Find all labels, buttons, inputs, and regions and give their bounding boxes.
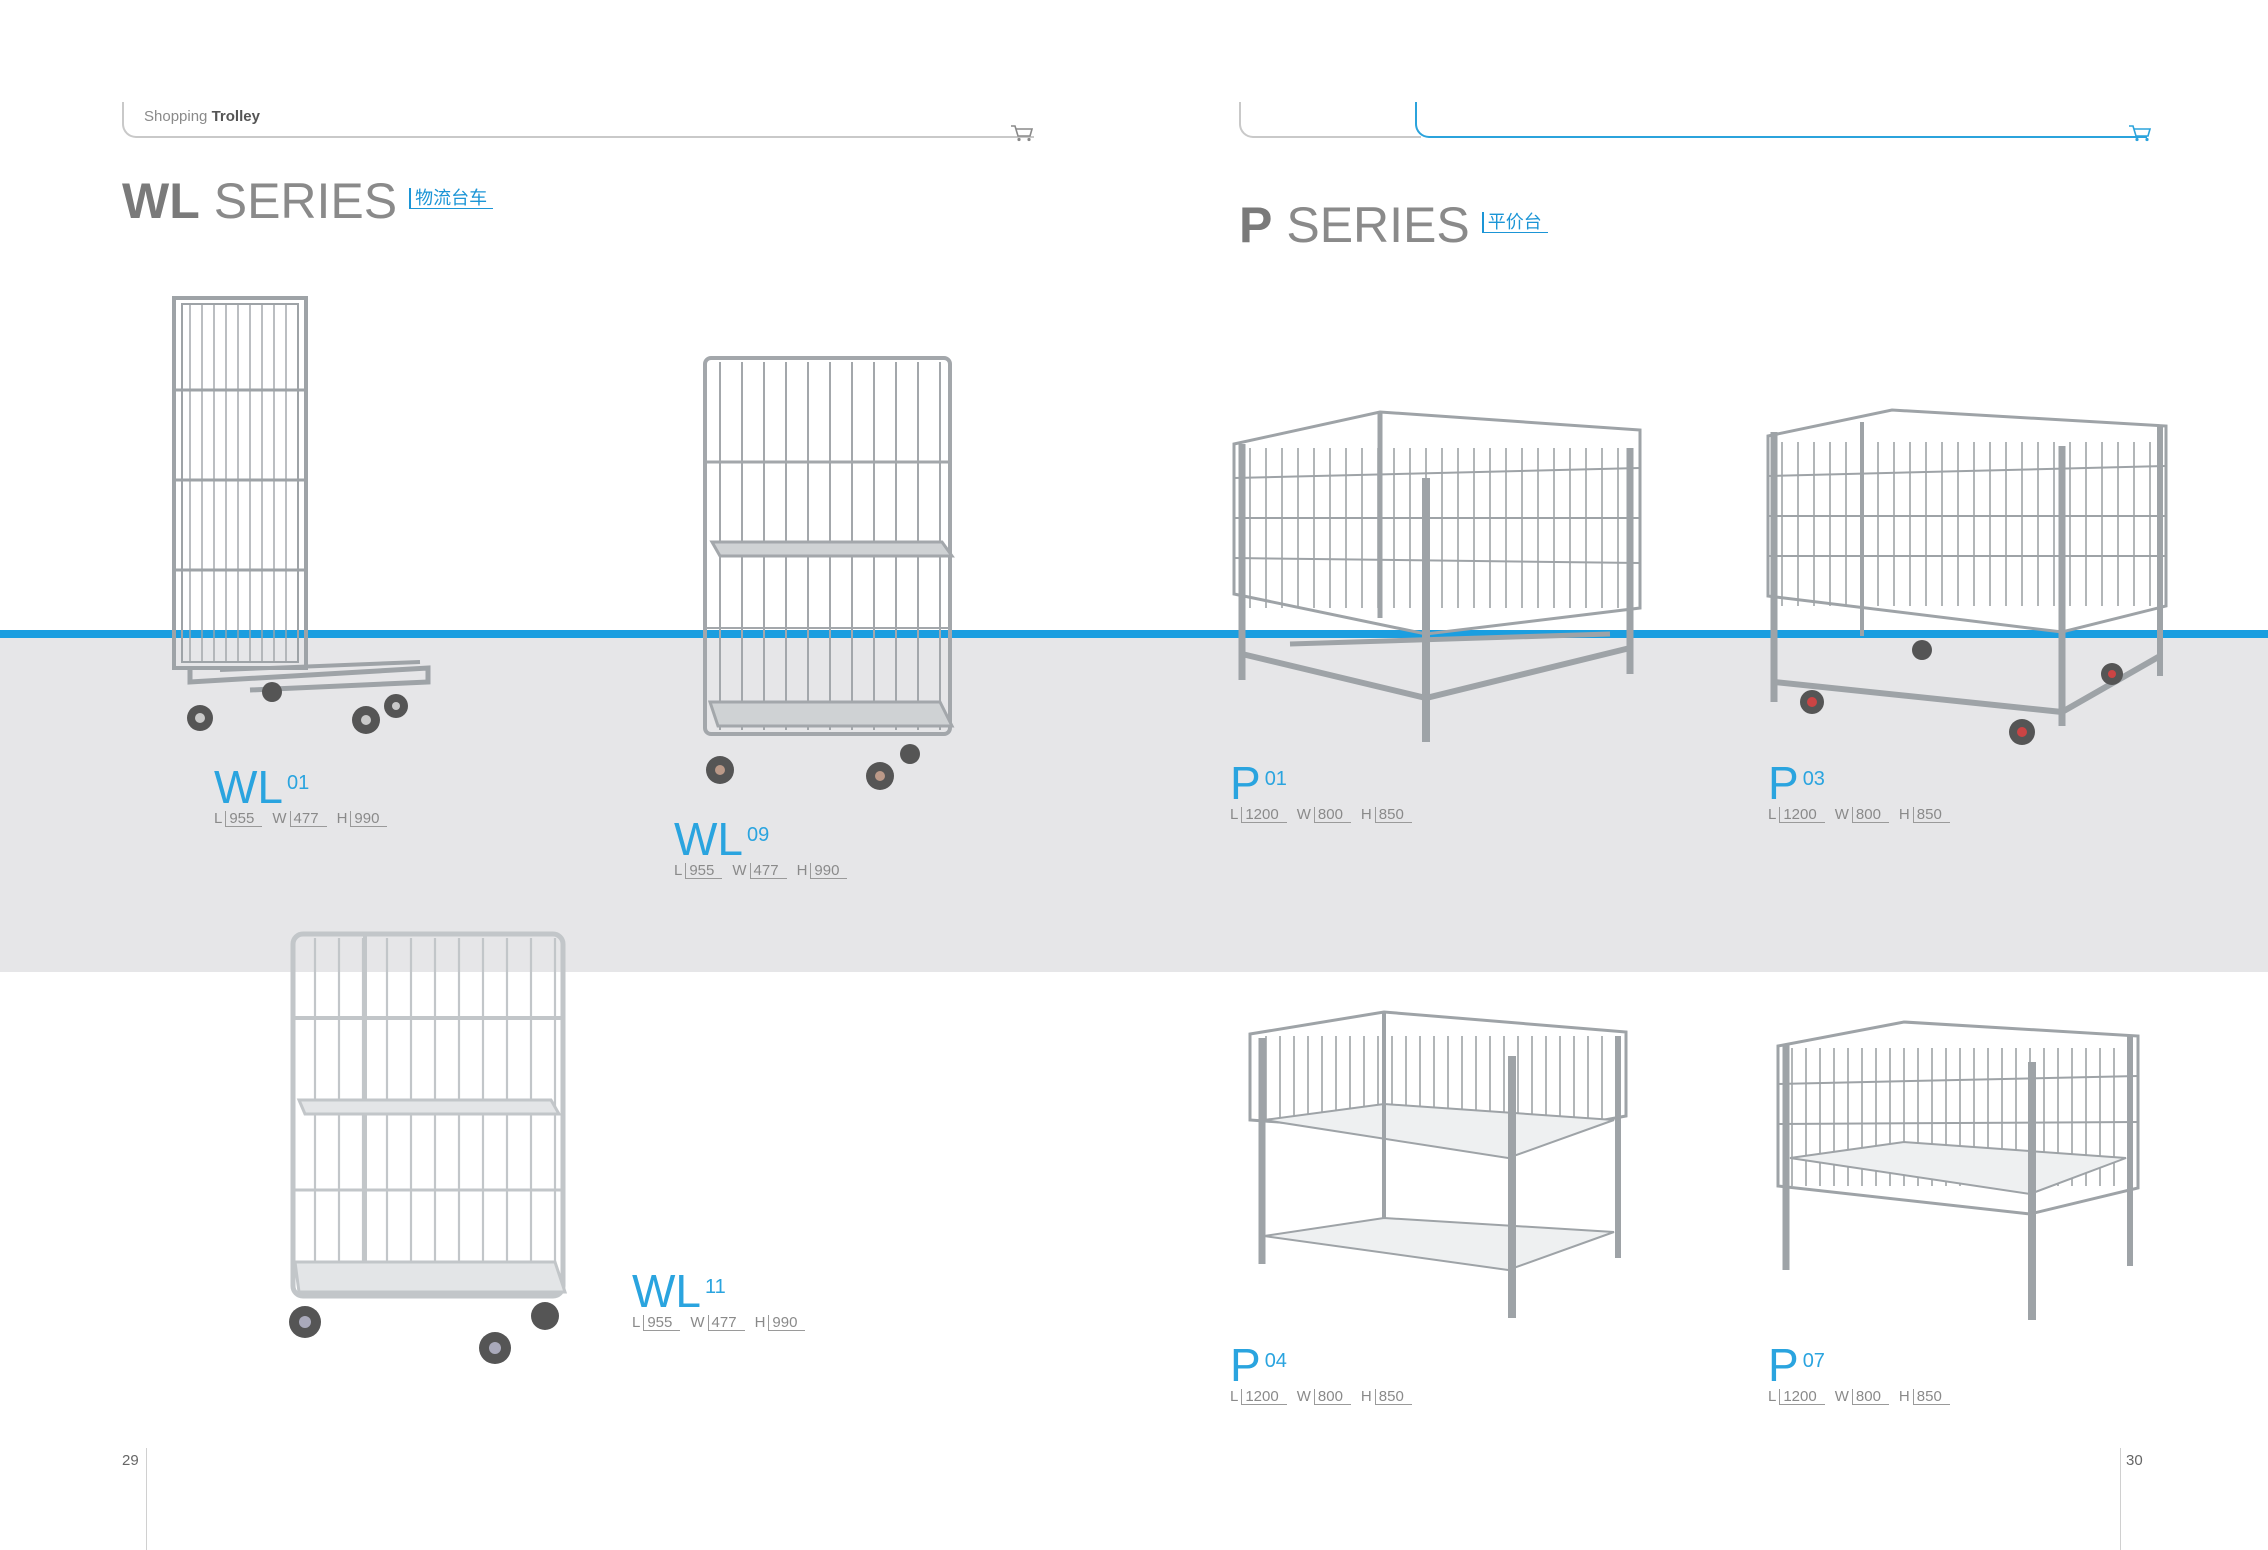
product-image-p07: [1776, 1020, 2140, 1320]
header-title: Shopping Trolley: [144, 108, 260, 125]
header-frame-right-accent: [1415, 102, 2147, 138]
product-image-wl01: [172, 296, 431, 734]
shopping-cart-icon: [1011, 125, 1034, 142]
product-image-p04: [1248, 1010, 1628, 1318]
header-frame-right: [1239, 102, 1421, 138]
accent-stripe: [0, 630, 2268, 638]
page-number-left: 29: [122, 1452, 139, 1469]
gutter-line-right: [2120, 1448, 2121, 1550]
product-image-p01: [1232, 410, 1642, 742]
gutter-line-left: [146, 1448, 147, 1550]
product-image-wl11: [289, 931, 568, 1364]
shopping-cart-icon: [2129, 125, 2152, 142]
product-image-wl09: [703, 356, 955, 790]
header-frame-left: [122, 102, 1034, 138]
product-image-p03: [1766, 408, 2168, 745]
page-number-right: 30: [2126, 1452, 2143, 1469]
